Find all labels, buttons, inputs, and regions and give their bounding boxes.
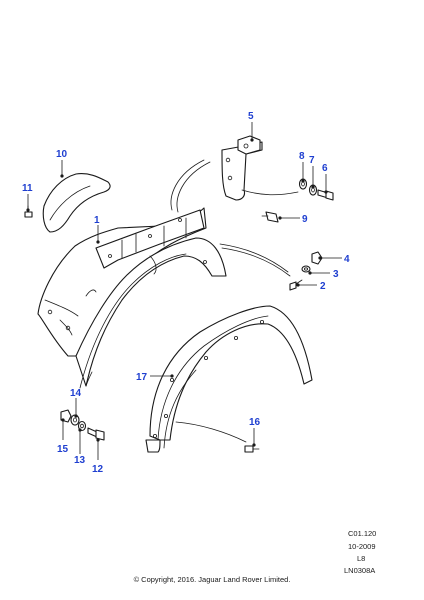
part-bolt-6 [317,189,334,201]
callout-4: 4 [344,254,350,265]
part-mud-flap [42,173,111,233]
callout-17: 17 [136,372,148,383]
callout-2: 2 [320,281,326,292]
callout-14: 14 [70,388,82,399]
part-wheel-arch-extension [145,305,313,453]
copyright-notice: © Copyright, 2016. Jaguar Land Rover Lim… [133,575,291,584]
part-support-strut [85,159,291,387]
callout-10: 10 [56,149,68,160]
reference-language: L8 [357,554,366,563]
part-bolt-12 [87,427,105,441]
part-nut-4 [311,251,323,265]
callout-11: 11 [22,183,33,194]
callout-12: 12 [92,464,104,475]
callout-13: 13 [74,455,86,466]
part-washer-13 [77,420,87,432]
part-bolt-2 [289,279,303,291]
callout-15: 15 [57,444,69,455]
callout-8: 8 [299,151,305,162]
callout-16: 16 [249,417,261,428]
part-bracket [221,135,299,201]
reference-date: 10-2009 [348,542,376,551]
reference-code: C01.120 [348,529,377,538]
part-push-clip-16 [244,445,260,453]
callout-5: 5 [248,111,254,122]
callout-9: 9 [302,214,308,225]
illustration-id: LN0308A [344,566,376,575]
callout-leaders [26,122,342,460]
callout-1: 1 [94,215,100,226]
part-washer-3 [301,265,311,273]
callout-7: 7 [309,155,315,166]
callout-6: 6 [322,163,328,174]
callout-3: 3 [333,269,339,280]
part-plug-9 [261,211,279,223]
part-wheel-arch-liner [37,207,227,389]
